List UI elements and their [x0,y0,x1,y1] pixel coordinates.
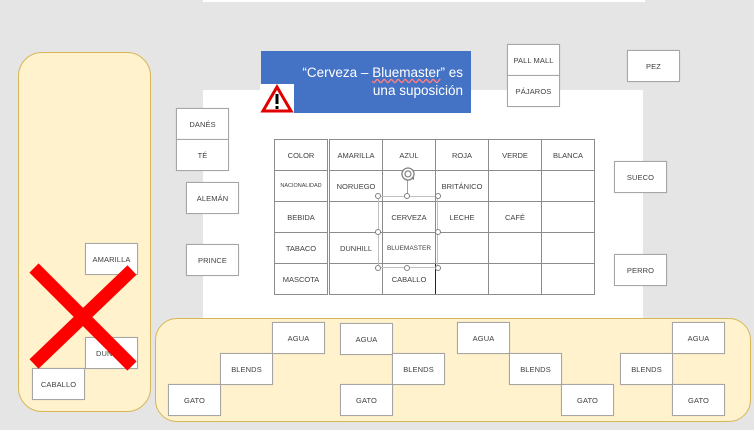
grid-cell[interactable]: BLANCA [541,139,595,171]
warning-triangle-icon [260,84,294,114]
resize-handle-left[interactable] [375,229,381,235]
resize-handle-bottom-left[interactable] [375,265,381,271]
grid-cell[interactable]: CAFÉ [488,201,542,233]
resize-handle-bottom-right[interactable] [435,265,441,271]
grid-cell[interactable]: CERVEZA [382,201,436,233]
grid-cell[interactable]: ROJA [435,139,489,171]
card-blends[interactable]: BLENDS [509,353,562,385]
resize-handle-top-right[interactable] [435,193,441,199]
card-perro[interactable]: PERRO [614,254,667,286]
grid-cell[interactable]: LECHE [435,201,489,233]
card-gato[interactable]: GATO [340,384,393,416]
card-pall-mall[interactable]: PALL MALL [507,44,560,76]
card-prince[interactable]: PRINCE [186,244,239,276]
card-gato[interactable]: GATO [168,384,221,416]
grid-row: MASCOTA CABALLO [274,263,595,295]
grid-cell[interactable] [541,232,595,264]
grid-row-header: NACIONALIDAD [274,170,330,202]
grid-row-header: TABACO [274,232,330,264]
card-gato[interactable]: GATO [561,384,614,416]
callout-text-suffix: ” es una suposición [372,65,463,98]
resize-handle-right[interactable] [435,229,441,235]
card-aleman[interactable]: ALEMÁN [186,182,239,214]
grid-row-header: BEBIDA [274,201,330,233]
grid-row-header: COLOR [274,139,330,171]
slide-top-edge [203,0,645,2]
grid-cell[interactable] [435,232,489,264]
card-pajaros[interactable]: PÁJAROS [507,75,560,107]
card-blends[interactable]: BLENDS [392,353,445,385]
grid-cell[interactable] [488,170,542,202]
grid-cell[interactable]: NORUEGO [328,170,383,202]
grid-cell[interactable]: AZUL [382,139,436,171]
grid-cell[interactable]: AMARILLA [328,139,383,171]
grid-cell[interactable]: DUNHILL [328,232,383,264]
card-pez[interactable]: PEZ [627,50,680,82]
resize-handle-top[interactable] [404,193,410,199]
grid-cell[interactable] [435,263,489,295]
grid-cell[interactable]: CABALLO [382,263,436,295]
selection-outline [378,196,438,268]
grid-cell[interactable] [328,201,383,233]
grid-row-header: MASCOTA [274,263,330,295]
card-blends[interactable]: BLENDS [620,353,673,385]
callout-text-underlined: Bluemaster [372,65,441,80]
callout-text-prefix: “Cerveza – [302,65,373,80]
grid-cell[interactable] [488,263,542,295]
grid-cell[interactable]: BRITÁNICO [435,170,489,202]
card-te[interactable]: TÉ [176,139,229,171]
resize-handle-top-left[interactable] [375,193,381,199]
grid-cell[interactable] [541,201,595,233]
grid-cell[interactable] [488,232,542,264]
grid-cell[interactable]: VERDE [488,139,542,171]
card-agua[interactable]: AGUA [672,322,725,354]
rotate-line [407,179,408,196]
card-danes[interactable]: DANÉS [176,108,229,140]
card-agua[interactable]: AGUA [272,322,325,354]
grid-cell[interactable] [541,170,595,202]
card-sueco[interactable]: SUECO [614,161,667,193]
rotate-handle-icon[interactable] [400,166,416,182]
card-agua[interactable]: AGUA [457,322,510,354]
red-x-stroke-2 [29,265,137,369]
red-x-icon [29,263,137,371]
card-blends[interactable]: BLENDS [220,353,273,385]
card-gato[interactable]: GATO [672,384,725,416]
assumption-callout[interactable]: “Cerveza – Bluemaster” es una suposición [261,51,471,113]
card-agua[interactable]: AGUA [340,323,393,355]
grid-cell[interactable] [541,263,595,295]
card-caballo-discarded[interactable]: CABALLO [32,368,85,400]
resize-handle-bottom[interactable] [404,265,410,271]
